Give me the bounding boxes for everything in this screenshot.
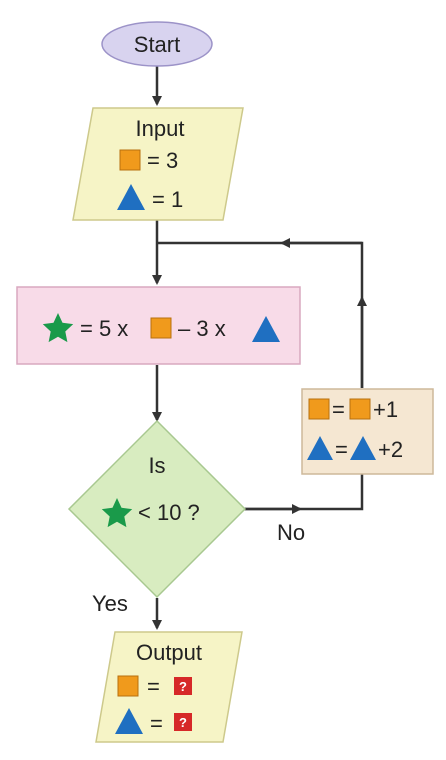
start-label: Start — [134, 32, 180, 57]
blue-triangle-icon — [350, 436, 376, 460]
start-ellipse — [101, 21, 213, 67]
input-parallelogram — [72, 107, 244, 221]
green-star-icon — [101, 498, 133, 528]
output-line2-eq: = — [150, 711, 163, 736]
output-title: Output — [136, 640, 202, 665]
red-question-box-icon — [174, 677, 192, 695]
output-node: Output = ? = ? — [95, 631, 243, 743]
output-line1-eq: = — [147, 674, 160, 699]
arrow-decision-no — [244, 474, 364, 511]
start-node: Start — [101, 21, 213, 67]
input-triangle-value: = 1 — [152, 187, 183, 212]
yes-label: Yes — [92, 591, 128, 616]
input-title: Input — [136, 116, 185, 141]
orange-square-icon — [117, 675, 139, 697]
process-part2: – 3 x — [178, 316, 226, 341]
blue-triangle-icon — [117, 184, 145, 210]
output-line2-unknown: ? — [179, 715, 187, 730]
update-node: = +1 = +2 — [301, 388, 434, 475]
update-line1-eq: = — [332, 397, 345, 422]
orange-square-icon — [349, 398, 371, 420]
orange-square-icon — [119, 149, 141, 171]
green-star-icon — [42, 313, 74, 343]
connectors — [152, 66, 367, 630]
update-line1-inc: +1 — [373, 397, 398, 422]
blue-triangle-icon — [252, 316, 280, 342]
orange-square-icon — [308, 398, 330, 420]
decision-diamond — [67, 419, 247, 599]
decision-node: Is < 10 ? — [67, 419, 247, 599]
input-node: Input = 3 = 1 — [72, 107, 244, 221]
blue-triangle-icon — [307, 436, 333, 460]
process-node: = 5 x – 3 x — [16, 286, 301, 365]
red-question-box-icon — [174, 713, 192, 731]
update-line2-eq: = — [335, 437, 348, 462]
blue-triangle-icon — [115, 708, 143, 734]
decision-line1: Is — [148, 453, 165, 478]
update-line2-inc: +2 — [378, 437, 403, 462]
orange-square-icon — [150, 317, 172, 339]
no-label: No — [277, 520, 305, 545]
output-line1-unknown: ? — [179, 679, 187, 694]
process-part1: = 5 x — [80, 316, 128, 341]
input-square-value: = 3 — [147, 148, 178, 173]
decision-line2: < 10 ? — [138, 500, 200, 525]
